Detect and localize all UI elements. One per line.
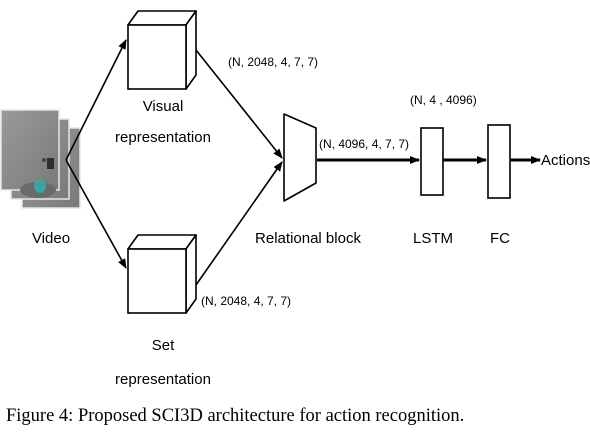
dim-label-relational: (N, 4096, 4, 7, 7) xyxy=(319,137,409,151)
set-representation-label: Set xyxy=(152,337,175,354)
visual-representation-label-2: representation xyxy=(115,129,211,146)
set-cube-front xyxy=(127,248,187,314)
video-label: Video xyxy=(32,230,70,247)
visual-cube-top xyxy=(127,10,197,26)
visual-cube-side xyxy=(185,10,197,90)
visual-representation-label: Visual xyxy=(143,98,184,115)
arrow-video-to-visual xyxy=(65,39,127,161)
video-object-dark xyxy=(47,158,54,169)
arrow-visual-to-relational xyxy=(195,49,283,159)
video-object-small xyxy=(42,158,46,162)
lstm-label: LSTM xyxy=(413,230,453,247)
set-cube-top xyxy=(127,234,197,250)
architecture-diagram: Video Visual representation Set represen… xyxy=(0,10,590,388)
fc-box xyxy=(487,124,511,199)
set-representation-cube xyxy=(127,234,197,314)
lstm-box xyxy=(420,127,444,196)
arrow-video-to-set xyxy=(65,159,127,269)
visual-cube-front xyxy=(127,24,187,90)
fc-label: FC xyxy=(490,230,510,247)
set-cube-side xyxy=(185,234,197,314)
dim-label-lstm: (N, 4 , 4096) xyxy=(410,93,477,107)
dim-label-visual: (N, 2048, 4, 7, 7) xyxy=(228,55,318,69)
actions-label: Actions xyxy=(541,152,590,169)
visual-representation-cube xyxy=(127,10,197,90)
set-representation-label-2: representation xyxy=(115,371,211,388)
dim-label-set: (N, 2048, 4, 7, 7) xyxy=(201,294,291,308)
relational-block xyxy=(283,113,317,202)
figure-caption: Figure 4: Proposed SCI3D architecture fo… xyxy=(6,406,465,426)
arrow-set-to-relational xyxy=(195,161,283,286)
video-frames-image xyxy=(0,109,81,209)
video-object-teal xyxy=(34,179,46,193)
relational-block-label: Relational block xyxy=(255,230,361,247)
video-frame-front xyxy=(0,109,60,191)
